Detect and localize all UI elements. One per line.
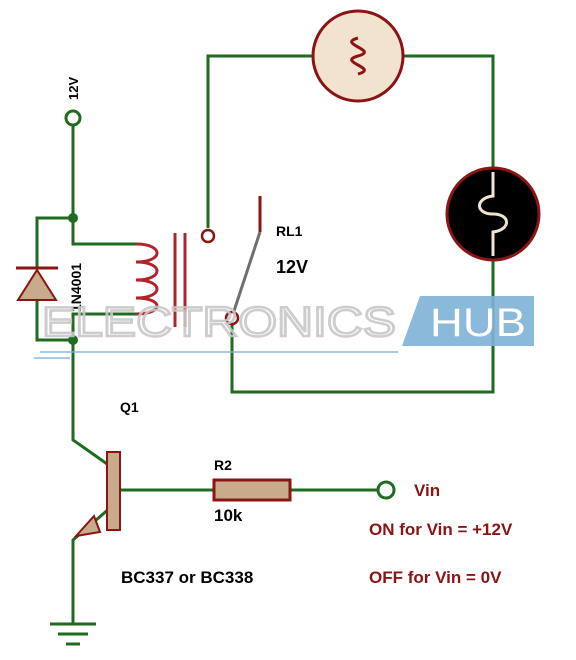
note-on: ON for Vin = +12V — [369, 520, 513, 539]
relay-contact-common — [224, 310, 240, 326]
wire-switch-to-lamp — [206, 54, 314, 228]
diode-triangle — [16, 268, 58, 301]
lamp-top-filament — [350, 36, 366, 76]
coil-winding — [135, 242, 159, 316]
supply-terminal — [64, 109, 82, 127]
transistor-name-label: Q1 — [120, 399, 139, 415]
lamp-right — [445, 166, 541, 262]
wire-to-collector — [71, 340, 111, 468]
transistor-emitter-arrow — [73, 514, 102, 538]
watermark-text-right: HUB — [430, 301, 526, 345]
junction-dot — [68, 213, 78, 223]
note-off: OFF for Vin = 0V — [369, 568, 502, 587]
diode-1n4001 — [16, 266, 58, 301]
wire-diode-top — [35, 216, 73, 268]
wire-lamp-to-lamp — [402, 54, 495, 170]
resistor-r2 — [212, 478, 292, 502]
wire-coil-bottom — [71, 312, 136, 340]
diode-label: 1N4001 — [68, 263, 84, 312]
lamp-top — [311, 9, 405, 103]
watermark-text-left: ELECTRONICS — [42, 298, 396, 345]
resistor-value-label: 10k — [214, 506, 243, 525]
resistor-name-label: R2 — [214, 457, 232, 473]
relay-contact-no — [200, 228, 216, 244]
lamp-right-filament — [478, 172, 508, 256]
relay-name-label: RL1 — [276, 223, 303, 239]
watermark-badge — [402, 296, 534, 346]
ground-symbol — [50, 622, 96, 646]
watermark-logo: ELECTRONICS HUB — [34, 296, 534, 359]
wire-diode-bottom — [35, 300, 73, 342]
supply-label: 12V — [66, 77, 81, 100]
transistor-base-bar — [106, 451, 121, 531]
vin-terminal — [376, 480, 396, 500]
vin-label: Vin — [414, 481, 440, 500]
junction-dot — [68, 335, 78, 345]
relay-arm — [231, 231, 262, 315]
relay-coil — [135, 242, 159, 316]
relay-rating-label: 12V — [276, 257, 308, 277]
wire-emitter-ground — [71, 506, 111, 624]
transistor-q1 — [73, 451, 121, 538]
wire-coil-top — [71, 218, 136, 246]
transistor-part-label: BC337 or BC338 — [121, 568, 253, 587]
